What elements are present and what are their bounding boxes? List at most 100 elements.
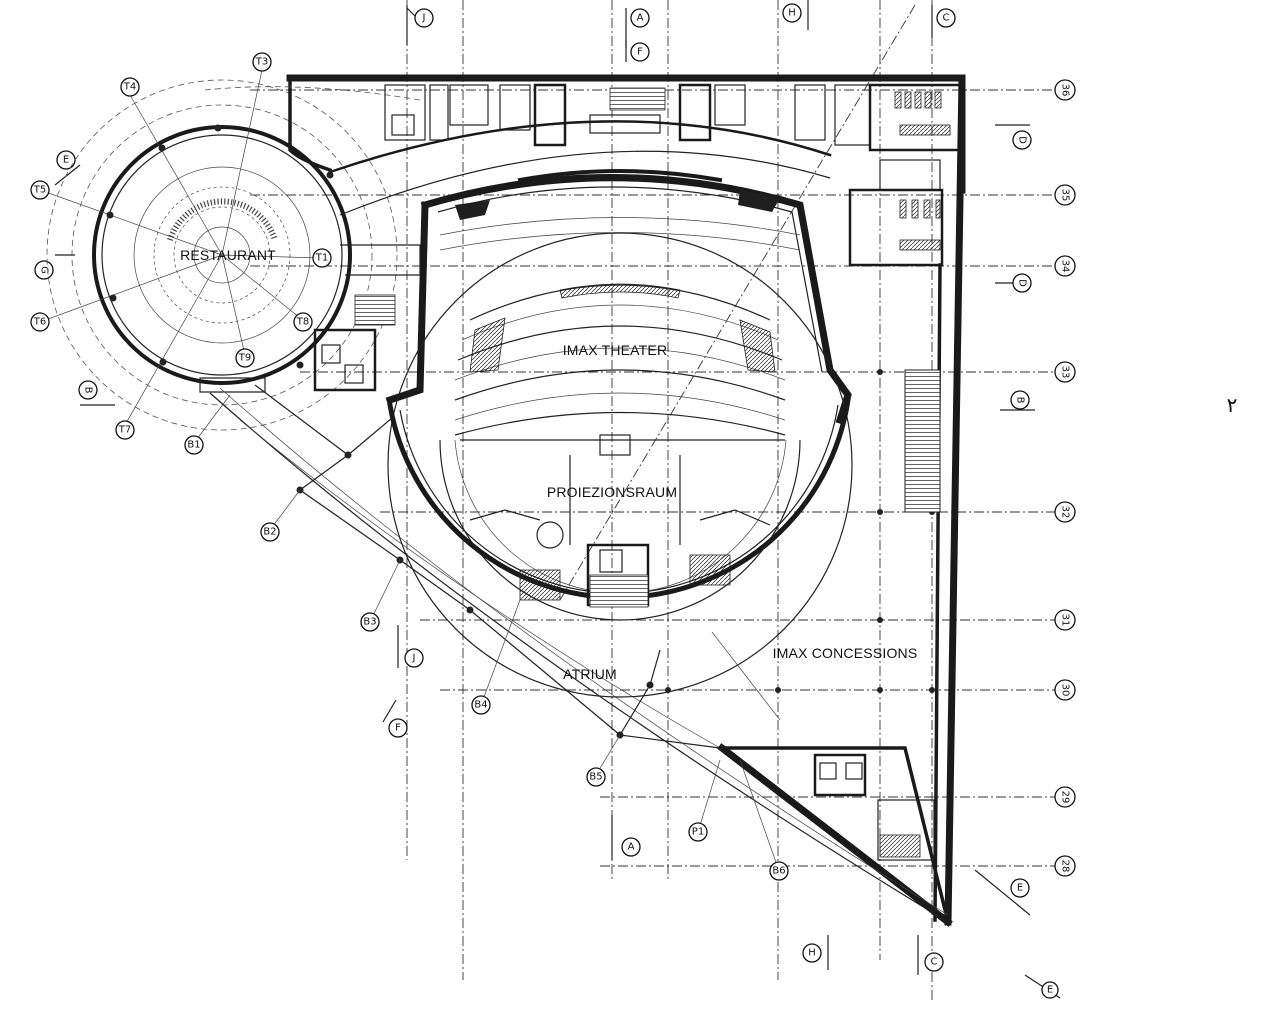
svg-text:B1: B1 bbox=[187, 440, 200, 451]
room-label-imax-theater: IMAX THEATER bbox=[563, 342, 668, 358]
svg-text:D: D bbox=[1017, 279, 1028, 287]
section-marker-c-bottom: C bbox=[917, 935, 944, 975]
svg-text:33: 33 bbox=[1060, 366, 1071, 379]
restaurant-block: RESTAURANT bbox=[39, 69, 398, 431]
grid-bubble-30: 30 bbox=[1054, 679, 1076, 701]
section-marker-f-top: F bbox=[625, 40, 650, 62]
svg-text:31: 31 bbox=[1060, 614, 1071, 627]
svg-text:B5: B5 bbox=[589, 772, 602, 783]
svg-text:T3: T3 bbox=[255, 57, 268, 68]
svg-text:34: 34 bbox=[1060, 260, 1071, 273]
page-number-glyph: ٢ bbox=[1227, 393, 1238, 417]
section-marks: D D B B G E E E bbox=[34, 124, 1061, 999]
grid-bubble-t1: T1 bbox=[312, 248, 332, 268]
leader-p1: P1 bbox=[688, 759, 721, 842]
section-marker-c-top: C bbox=[931, 5, 956, 38]
section-mark-d-2: D bbox=[995, 273, 1032, 293]
grid-bubble-t7: T7 bbox=[115, 420, 135, 440]
svg-text:35: 35 bbox=[1060, 189, 1071, 202]
section-marker-j-top: J bbox=[406, 5, 434, 45]
svg-text:E: E bbox=[1047, 985, 1053, 996]
room-label-atrium: ATRIUM bbox=[563, 666, 617, 682]
leader-b6: B6 bbox=[739, 759, 789, 881]
section-marker-h-top: H bbox=[782, 0, 809, 30]
svg-text:F: F bbox=[637, 47, 643, 58]
section-mark-b-left: B bbox=[78, 380, 115, 406]
grid-bubble-35: 35 bbox=[1054, 184, 1076, 206]
section-marker-f-bottom: F bbox=[382, 699, 408, 738]
room-label-imax-concessions: IMAX CONCESSIONS bbox=[773, 645, 918, 661]
section-mark-d-1: D bbox=[995, 124, 1032, 150]
imax-theater-block: IMAX THEATER PROIEZIONSRAUM bbox=[385, 169, 853, 698]
grid-bubble-t6: T6 bbox=[30, 312, 50, 332]
svg-text:C: C bbox=[931, 957, 938, 968]
svg-text:B: B bbox=[1015, 397, 1026, 404]
leader-p2 bbox=[711, 631, 781, 721]
svg-text:G: G bbox=[39, 266, 50, 274]
grid-bubbles-right: 36 35 34 33 32 31 30 29 28 bbox=[1054, 79, 1076, 877]
grid-bubble-t9: T9 bbox=[235, 348, 255, 368]
svg-text:T4: T4 bbox=[123, 82, 136, 93]
grid-bubble-28: 28 bbox=[1054, 855, 1076, 877]
svg-text:B4: B4 bbox=[474, 700, 487, 711]
grid-bubble-t5: T5 bbox=[30, 180, 50, 200]
grid-bubble-32: 32 bbox=[1054, 501, 1076, 523]
grid-bubbles-top: J A F H C bbox=[406, 0, 956, 62]
grid-bubbles-bottom: A H C J F bbox=[382, 625, 944, 975]
svg-text:B: B bbox=[83, 387, 94, 394]
grid-bubble-29: 29 bbox=[1054, 786, 1076, 808]
svg-text:E: E bbox=[1017, 883, 1023, 894]
top-service-rooms bbox=[384, 83, 962, 267]
restaurant-grid-bubbles: T1 T3 T4 T5 T6 T7 T8 T9 bbox=[30, 52, 332, 440]
svg-text:E: E bbox=[63, 155, 69, 166]
room-label-restaurant: RESTAURANT bbox=[180, 247, 276, 263]
svg-text:T1: T1 bbox=[315, 253, 328, 264]
section-mark-e-left: E bbox=[54, 150, 81, 186]
svg-text:28: 28 bbox=[1060, 860, 1071, 873]
svg-text:J: J bbox=[412, 653, 416, 664]
svg-text:T7: T7 bbox=[118, 425, 131, 436]
svg-text:A: A bbox=[628, 842, 635, 853]
svg-text:30: 30 bbox=[1060, 684, 1071, 697]
svg-text:H: H bbox=[808, 948, 816, 959]
svg-text:C: C bbox=[943, 13, 950, 24]
grid-bubble-t4: T4 bbox=[120, 77, 140, 97]
grid-bubble-t3: T3 bbox=[252, 52, 272, 72]
leader-b2: B2 bbox=[260, 489, 301, 542]
svg-text:B2: B2 bbox=[263, 527, 276, 538]
section-mark-e-right: E bbox=[974, 869, 1031, 916]
leader-b1: B1 bbox=[184, 394, 231, 455]
room-label-proiezionsraum: PROIEZIONSRAUM bbox=[547, 484, 677, 500]
leader-b5: B5 bbox=[586, 734, 621, 787]
leader-b3: B3 bbox=[360, 559, 401, 632]
svg-text:T8: T8 bbox=[296, 317, 309, 328]
svg-text:T5: T5 bbox=[33, 185, 46, 196]
svg-text:P1: P1 bbox=[692, 827, 704, 838]
section-marker-j-bottom: J bbox=[397, 625, 424, 668]
grid-bubble-33: 33 bbox=[1054, 361, 1076, 383]
section-marker-a-top: A bbox=[625, 8, 650, 48]
svg-text:D: D bbox=[1017, 136, 1028, 144]
concessions-area: IMAX CONCESSIONS ATRIUM bbox=[563, 369, 941, 861]
atrium-structure bbox=[254, 244, 721, 749]
leader-bubbles: B1 B2 B3 B4 B5 B6 P1 bbox=[184, 394, 789, 881]
svg-text:T9: T9 bbox=[238, 353, 251, 364]
svg-text:J: J bbox=[422, 13, 426, 24]
section-mark-g: G bbox=[34, 254, 75, 280]
svg-text:29: 29 bbox=[1060, 791, 1071, 804]
svg-text:36: 36 bbox=[1060, 84, 1071, 97]
leader-b4: B4 bbox=[471, 599, 521, 715]
grid-bubble-t8: T8 bbox=[293, 312, 313, 332]
svg-text:B6: B6 bbox=[772, 866, 785, 877]
svg-text:F: F bbox=[395, 723, 401, 734]
svg-text:A: A bbox=[637, 13, 644, 24]
svg-text:H: H bbox=[788, 8, 796, 19]
grid-bubble-31: 31 bbox=[1054, 609, 1076, 631]
section-mark-e-bottom: E bbox=[1024, 974, 1061, 999]
svg-text:32: 32 bbox=[1060, 506, 1071, 519]
section-mark-b-right: B bbox=[1000, 390, 1035, 411]
grid-bubble-36: 36 bbox=[1054, 79, 1076, 101]
section-marker-h-bottom: H bbox=[802, 935, 829, 970]
svg-text:T6: T6 bbox=[33, 317, 46, 328]
